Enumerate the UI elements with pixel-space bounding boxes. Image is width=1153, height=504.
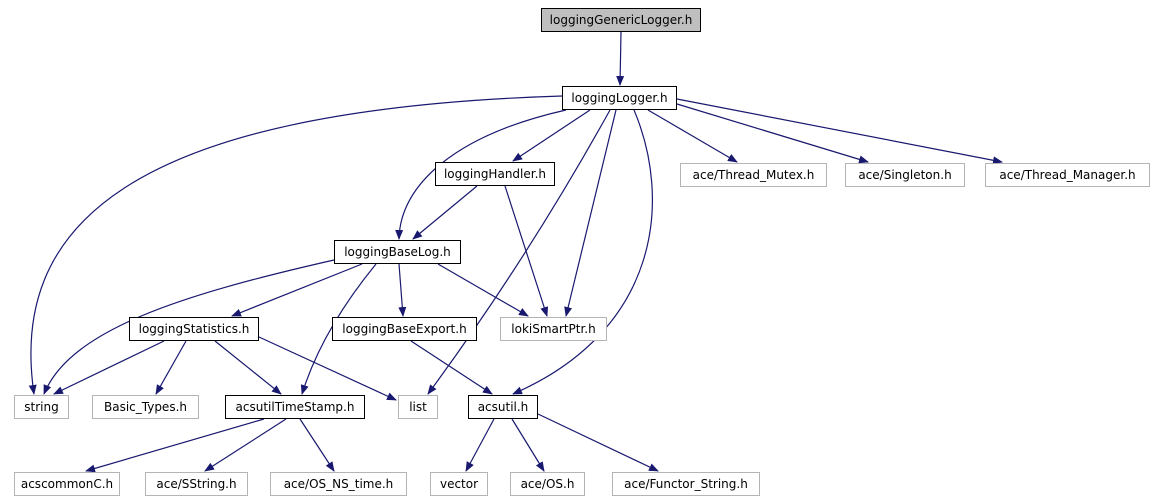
node-vector: vector <box>430 472 488 496</box>
edge-loggingHandler-lokiSmartPtr <box>504 185 549 317</box>
edge-loggingBaseLog-string <box>43 259 335 395</box>
edge-loggingLogger-list <box>427 109 611 395</box>
node-aceFunctorString: ace/Functor_String.h <box>612 472 760 496</box>
node-acsutil[interactable]: acsutil.h <box>468 395 538 419</box>
edge-loggingGenericLogger-loggingLogger <box>616 31 625 86</box>
node-acscommonC: acscommonC.h <box>14 472 120 496</box>
edge-loggingLogger-acsutil <box>512 109 654 395</box>
edge-loggingHandler-loggingBaseLog <box>412 185 478 240</box>
edge-acsutil-aceFunctorString <box>537 413 659 472</box>
edge-acsutil-vector <box>465 418 495 472</box>
node-aceOSNSTime: ace/OS_NS_time.h <box>270 472 407 496</box>
node-loggingStatistics[interactable]: loggingStatistics.h <box>129 317 259 341</box>
node-aceThreadMutex: ace/Thread_Mutex.h <box>680 163 827 187</box>
edge-loggingLogger-string <box>28 95 563 395</box>
node-basicTypes: Basic_Types.h <box>92 395 199 419</box>
edge-loggingBaseLog-lokiSmartPtr <box>437 263 529 317</box>
node-aceOS: ace/OS.h <box>510 472 585 496</box>
node-lokiSmartPtr: lokiSmartPtr.h <box>500 317 607 341</box>
node-aceSString: ace/SString.h <box>145 472 248 496</box>
edge-acsutilTimeStamp-aceOSNSTime <box>299 418 335 472</box>
node-loggingHandler[interactable]: loggingHandler.h <box>435 162 555 186</box>
node-string: string <box>14 395 69 419</box>
edge-loggingLogger-lokiSmartPtr <box>564 109 617 317</box>
edge-loggingLogger-aceThreadMutex <box>647 109 738 163</box>
edge-loggingLogger-aceSingleton <box>676 103 869 164</box>
node-aceThreadManager: ace/Thread_Manager.h <box>985 163 1150 187</box>
edge-loggingLogger-aceThreadManager <box>676 98 1003 165</box>
edge-loggingStatistics-list <box>258 336 397 401</box>
edge-loggingBaseLog-acsutilTimeStamp <box>300 263 377 395</box>
edge-acsutilTimeStamp-aceSString <box>204 418 287 472</box>
edge-loggingStatistics-string <box>53 340 165 395</box>
node-acsutilTimeStamp[interactable]: acsutilTimeStamp.h <box>225 395 365 419</box>
node-loggingGenericLogger: loggingGenericLogger.h <box>541 8 701 32</box>
edge-loggingStatistics-basicTypes <box>155 340 187 395</box>
edge-loggingBaseExport-acsutil <box>410 340 493 395</box>
edge-loggingLogger-loggingHandler <box>512 109 591 162</box>
node-list: list <box>398 395 438 419</box>
edge-loggingBaseLog-loggingBaseExport <box>398 263 407 317</box>
node-loggingBaseLog[interactable]: loggingBaseLog.h <box>334 240 461 264</box>
edge-acsutilTimeStamp-acscommonC <box>85 418 265 473</box>
node-loggingLogger[interactable]: loggingLogger.h <box>562 86 677 110</box>
edge-acsutil-aceOS <box>511 418 545 472</box>
edge-loggingStatistics-acsutilTimeStamp <box>214 340 282 395</box>
node-loggingBaseExport[interactable]: loggingBaseExport.h <box>332 317 477 341</box>
node-aceSingleton: ace/Singleton.h <box>845 163 965 187</box>
edge-loggingBaseLog-loggingStatistics <box>231 263 363 317</box>
